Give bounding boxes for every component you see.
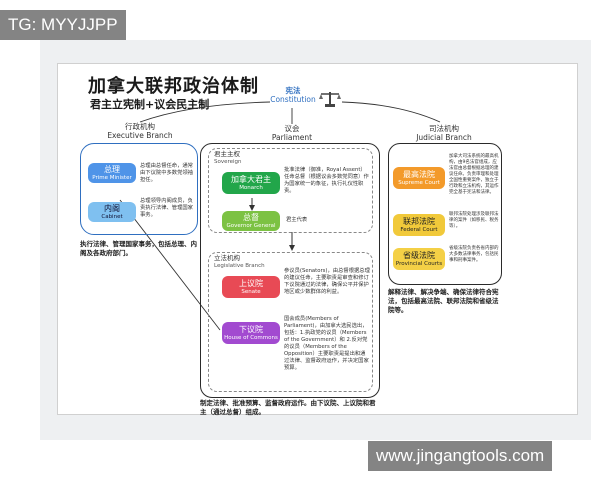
federal-court-node: 联邦法院 Federal Court (393, 214, 445, 236)
executive-header-cn: 行政机构 (125, 122, 155, 131)
federal-en: Federal Court (400, 226, 438, 233)
prime-minister-node: 总理 Prime Minister (88, 163, 136, 183)
monarch-cn: 加拿大君主 (231, 174, 271, 184)
judicial-caption: 解释法律、解决争端、确保法律符合宪法，包括最高法院、联邦法院和省级法院等。 (388, 288, 499, 314)
sovereign-label-en: Sovereign (214, 159, 242, 165)
senate-en: Senate (241, 288, 261, 295)
executive-box (80, 143, 198, 235)
provincial-cn: 省级法院 (403, 250, 435, 260)
legislative-label-cn: 立法机构 (214, 254, 240, 262)
cabinet-desc: 总理领导内阁成员，负责执行法律、管理国家事务。 (140, 198, 193, 218)
parliament-header-en: Parliament (271, 133, 313, 142)
supreme-en: Supreme Court (398, 179, 440, 186)
pm-en: Prime Minister (92, 174, 132, 181)
pm-desc: 总理由总督任命，通常由下议院中多数党领袖担任。 (140, 163, 193, 183)
cabinet-en: Cabinet (101, 213, 123, 220)
constitution-en: Constitution (270, 95, 316, 104)
provincial-en: Provincial Courts (395, 260, 443, 267)
governor-general-node: 总督 Governor General (222, 211, 280, 231)
commons-cn: 下议院 (239, 324, 263, 334)
parliament-caption: 制定法律、批准预算、监督政府运作。由下议院、上议院和君主（通过总督）组成。 (200, 399, 376, 416)
sovereign-box (208, 148, 373, 233)
senate-node: 上议院 Senate (222, 276, 280, 298)
judicial-header-en: Judicial Branch (416, 133, 472, 142)
judicial-header-cn: 司法机构 (429, 124, 459, 133)
executive-caption: 执行法律、管理国家事务，包括总理、内阁及各政府部门。 (80, 240, 197, 257)
diagram-subtitle: 君主立宪制+议会民主制 (90, 98, 210, 111)
commons-en: House of Commons (224, 334, 278, 341)
constitution-cn: 宪法 (285, 86, 301, 95)
federal-desc: 联邦法院处理涉及联邦法律的案件（如移民、税务等）。 (449, 212, 499, 229)
supreme-desc: 加拿大司法系统的最高机构，由9名法官组成，应法官由总督根据总理的建议任命。负责审… (449, 154, 499, 195)
diagram-title: 加拿大联邦政治体制 (88, 76, 259, 97)
legislative-label: 立法机构 Legislative Branch (214, 254, 265, 270)
senate-cn: 上议院 (239, 278, 263, 288)
provincial-courts-node: 省级法院 Provincial Courts (393, 248, 445, 270)
monarch-desc: 批准法律（御准，Royal Assent）任命总督（根据议会多数党同意）作为国家… (284, 167, 369, 194)
executive-header-en: Executive Branch (107, 131, 173, 140)
monarch-en: Monarch (239, 184, 263, 191)
parliament-header: 议会 Parliament (262, 124, 322, 142)
constitution-label: 宪法 Constitution (268, 86, 318, 104)
executive-header: 行政机构 Executive Branch (100, 122, 180, 140)
cabinet-node: 内阁 Cabinet (88, 202, 136, 222)
gg-en: Governor General (226, 222, 276, 229)
link-executive-commons (119, 199, 221, 331)
pm-cn: 总理 (104, 164, 120, 174)
sovereign-label-cn: 君主主权 (214, 150, 240, 158)
parliament-box (200, 143, 380, 398)
legislative-label-en: Legislative Branch (214, 263, 265, 269)
constitution-icon (319, 92, 341, 107)
parliament-header-cn: 议会 (284, 124, 300, 133)
diagram-canvas (57, 63, 578, 415)
cabinet-cn: 内阁 (104, 203, 120, 213)
watermark-top: TG: MYYJJPP (0, 10, 126, 40)
provincial-desc: 省级法院负责各省内部的大多数法律事务，包括民事和刑事案件。 (449, 246, 499, 263)
judicial-box (388, 143, 502, 285)
gg-cn: 总督 (243, 212, 259, 222)
link-constitution-executive (139, 101, 271, 123)
commons-desc: 国会成员(Members of Parliament)，由加拿大选民选出，包括：… (284, 316, 369, 371)
sovereign-label: 君主主权 Sovereign (214, 150, 242, 166)
supreme-cn: 最高法院 (403, 169, 435, 179)
supreme-court-node: 最高法院 Supreme Court (393, 167, 445, 189)
monarch-node: 加拿大君主 Monarch (222, 172, 280, 194)
federal-cn: 联邦法院 (403, 216, 435, 226)
commons-node: 下议院 House of Commons (222, 322, 280, 344)
link-constitution-judicial (341, 101, 441, 123)
senate-desc: 参议员(Senators)，由总督根据总理的建议任命，主要职责是审查和修订下议院… (284, 268, 370, 295)
legislative-box (208, 252, 373, 392)
gg-desc: 君主代表 (286, 217, 308, 223)
judicial-header: 司法机构 Judicial Branch (404, 124, 484, 142)
watermark-bottom: www.jingangtools.com (368, 441, 553, 471)
